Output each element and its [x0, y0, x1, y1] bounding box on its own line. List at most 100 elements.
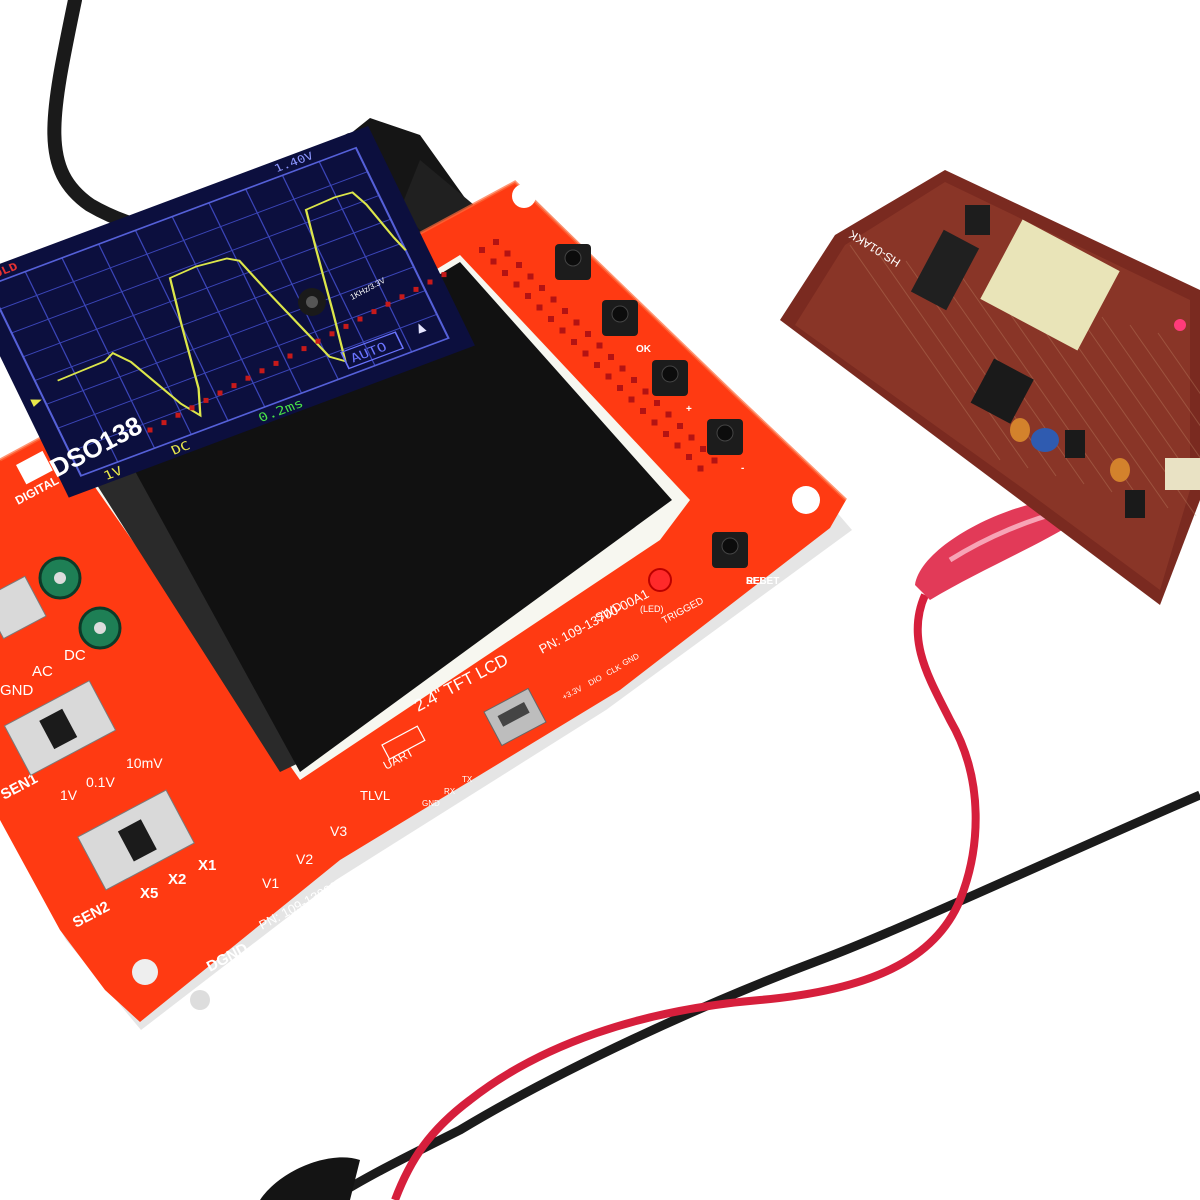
header-pin — [189, 405, 195, 411]
button-top-cap — [564, 249, 582, 267]
header-pin — [608, 354, 614, 360]
trigger-led-sub: (LED) — [640, 604, 664, 614]
header-pin — [301, 346, 307, 352]
header-pin — [605, 373, 612, 380]
sen2-range-x5: X5 — [140, 885, 158, 902]
uart-pin-tx: TX — [462, 775, 473, 784]
header-pin — [525, 293, 531, 299]
header-pin — [217, 390, 223, 396]
sen1-range-01v: 0.1V — [86, 774, 115, 790]
header-pin — [665, 411, 672, 418]
coupling-dc: DC — [64, 647, 86, 664]
header-pin — [413, 286, 419, 292]
header-pin — [550, 296, 557, 303]
volts-per-div: 1V — [101, 464, 125, 483]
header-pin — [562, 308, 568, 314]
slide-switches — [0, 575, 195, 891]
coupling-mode: DC — [169, 439, 193, 458]
header-pin — [539, 285, 545, 291]
header-pin — [259, 368, 265, 374]
header-pin — [343, 323, 349, 329]
header-pin — [273, 360, 279, 366]
header-pin — [536, 304, 543, 311]
sen2-range-x2: X2 — [168, 871, 186, 888]
trigger-led — [648, 568, 672, 592]
header-pin — [203, 397, 209, 403]
tp-v2: V2 — [296, 851, 313, 867]
header-pin — [371, 309, 377, 315]
header-pin — [493, 239, 499, 245]
header-pin — [677, 423, 683, 429]
header-pin — [516, 262, 522, 268]
header-pin — [697, 465, 704, 472]
header-pin — [548, 316, 554, 322]
header-pin — [654, 400, 660, 406]
grid-line-h — [46, 266, 414, 405]
perf-line — [1129, 324, 1200, 427]
header-pin — [628, 396, 635, 403]
header-pin — [329, 331, 335, 337]
perf-line — [1157, 332, 1200, 395]
button-label-3: SEL — [746, 576, 765, 587]
header-pin — [513, 281, 520, 288]
perf-line — [961, 276, 1113, 493]
button-sel-cap — [716, 424, 734, 442]
perf-line — [849, 244, 1001, 461]
grid-line-h — [0, 171, 368, 310]
uart-pin-rx: RX — [444, 787, 456, 796]
header-pin — [688, 434, 695, 441]
trigger-marker — [30, 399, 42, 407]
button-label-2: - — [741, 463, 744, 474]
button-label-4: RESET — [746, 576, 779, 587]
button-plus-cap — [661, 365, 679, 383]
trigger-edge-icon — [418, 323, 427, 334]
sen2-range-x1: X1 — [198, 857, 216, 874]
tp-tlvl: TLVL — [360, 788, 390, 803]
header-pin — [527, 273, 534, 280]
header-pin — [385, 301, 391, 307]
tp-v1: V1 — [262, 875, 279, 891]
sen1-range-10mv: 10mV — [126, 755, 163, 771]
header-pin — [640, 408, 646, 414]
header-pin — [585, 331, 591, 337]
header-pin — [559, 327, 566, 334]
header-pin — [502, 270, 508, 276]
header-pin — [490, 258, 497, 265]
grid-line-h — [57, 290, 426, 429]
pin-header — [147, 239, 718, 472]
waveform-trace — [57, 191, 407, 418]
test-circuit-board: HS-01AKK — [780, 170, 1200, 605]
perf-line — [1101, 316, 1200, 459]
button-label-0: OK — [636, 344, 652, 355]
grid-line-h — [11, 194, 380, 334]
header-pin — [441, 272, 447, 278]
header-pin — [663, 431, 669, 437]
header-pin — [357, 316, 363, 322]
header-pin — [617, 385, 623, 391]
coupling-gnd: GND — [0, 682, 34, 699]
probe-ground-wire — [260, 790, 1200, 1200]
header-pin — [315, 338, 321, 344]
input-jacks — [38, 288, 326, 650]
header-pin — [582, 350, 589, 357]
button-reset-cap — [721, 537, 739, 555]
header-pin — [700, 446, 706, 452]
coupling-switch — [0, 575, 47, 640]
header-pin — [651, 419, 658, 426]
button-label-1: + — [686, 404, 692, 415]
tp-v3: V3 — [330, 823, 347, 839]
sen1-range-1v: 1V — [60, 787, 78, 803]
grid-line-h — [69, 313, 438, 453]
screen-frame — [0, 146, 450, 477]
header-pin — [596, 342, 603, 349]
header-pin — [287, 353, 293, 359]
coupling-ac: AC — [32, 663, 53, 680]
header-pin — [231, 383, 237, 389]
header-pin — [686, 454, 692, 460]
header-pin — [619, 365, 626, 372]
header-pin — [245, 375, 251, 381]
header-pin — [479, 247, 485, 253]
usb-connector — [483, 687, 547, 747]
